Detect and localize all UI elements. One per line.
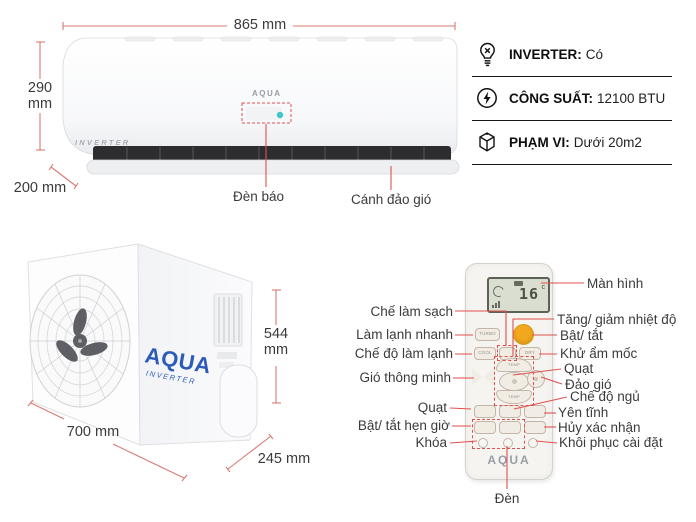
light-button <box>503 438 513 448</box>
label-timer-onoff: Bật/ tắt hẹn giờ <box>357 418 450 433</box>
spec-row-coverage: PHẠM VI:Dưới 20m2 <box>472 121 672 165</box>
label-cancel-confirm: Hủy xác nhận <box>558 420 641 435</box>
fan-blades <box>56 308 108 362</box>
bulb-icon <box>474 40 500 68</box>
label-mold-removal: Khử ẩm mốc <box>560 346 638 361</box>
label-screen: Màn hình <box>587 276 644 291</box>
remote-brand-logo: AQUA <box>487 453 531 467</box>
smart-wind-button <box>472 367 494 387</box>
quiet-button <box>524 405 546 418</box>
display-fan-icon <box>491 284 506 299</box>
label-lock: Khóa <box>415 435 447 450</box>
power-button <box>513 324 534 345</box>
spec-list: INVERTER:Có CÔNG SUẤT:12100 BTU PHẠM VI:… <box>472 33 672 165</box>
spec-row-capacity: CÔNG SUẤT:12100 BTU <box>472 77 672 121</box>
outdoor-side-vents <box>213 293 243 368</box>
label-light: Đèn <box>494 491 520 506</box>
cool-button: COOL <box>474 347 496 360</box>
spec-key: CÔNG SUẤT: <box>509 90 593 106</box>
label-factory-reset: Khôi phục cài đặt <box>559 435 663 450</box>
spec-row-inverter: INVERTER:Có <box>472 33 672 77</box>
display-mode-indicator <box>514 281 523 286</box>
spec-value: Có <box>585 46 604 62</box>
dim-height-indoor-value: 290 <box>27 80 53 96</box>
indoor-display <box>246 107 282 120</box>
label-quiet: Yên tĩnh <box>558 405 609 420</box>
dim-height-outdoor: 544 mm <box>255 326 297 358</box>
spec-value: Dưới 20m2 <box>573 134 642 150</box>
spec-text: INVERTER:Có <box>509 47 603 62</box>
indoor-brand-logo: AQUA <box>252 89 282 98</box>
label-power: Bật/ tắt <box>560 328 603 343</box>
dim-depth-indoor: 200 mm <box>13 180 67 196</box>
timer-off-button <box>499 421 521 434</box>
lock-button <box>478 438 488 448</box>
timer-lock-highlight <box>472 419 525 449</box>
dim-width-indoor: 865 mm <box>233 17 287 33</box>
fan-grille <box>29 274 131 408</box>
label-indicator-light: Đèn báo <box>233 189 285 204</box>
outdoor-unit-illustration: AQUA INVERTER <box>27 243 258 446</box>
remote-display: 16 c <box>487 277 550 313</box>
indoor-vent <box>93 146 451 162</box>
dim-height-outdoor-unit: mm <box>263 342 289 358</box>
cancel-button <box>524 421 546 434</box>
dim-depth-outdoor: 245 mm <box>257 451 311 467</box>
label-fan-left: Quạt <box>417 400 447 415</box>
label-fast-cooling: Làm lạnh nhanh <box>356 327 453 342</box>
label-fan-right: Quạt <box>564 361 594 376</box>
spec-text: CÔNG SUẤT:12100 BTU <box>509 91 665 106</box>
label-cooling-mode: Chế độ làm lạnh <box>354 346 453 361</box>
cube-icon <box>474 128 500 156</box>
turbo-button: TURBO <box>475 328 500 341</box>
indoor-unit-illustration: INVERTER AQUA <box>62 36 460 175</box>
spec-key: INVERTER: <box>509 46 582 62</box>
indoor-vent-slats <box>126 147 425 161</box>
indoor-badge-text: INVERTER <box>75 138 130 147</box>
dim-height-indoor-unit: mm <box>27 96 53 112</box>
indicator-light <box>276 111 284 119</box>
power-icon <box>474 84 500 112</box>
indoor-flap <box>86 159 460 175</box>
label-self-clean: Chế làm sạch <box>370 304 453 319</box>
label-swing-blade: Cánh đảo gió <box>351 192 432 207</box>
reset-button <box>528 438 538 448</box>
timer-on-button <box>474 421 496 434</box>
indicator-highlight-box <box>241 102 292 124</box>
display-temp-unit: c <box>541 284 546 291</box>
outdoor-valve-cover <box>219 364 258 438</box>
spec-key: PHẠM VI: <box>509 134 570 150</box>
remote-control: 16 c TURBO COOL DRY TEMP TEMP AQUA <box>465 263 553 480</box>
label-smart-wind: Gió thông minh <box>359 370 451 385</box>
indoor-top-tabs <box>124 36 444 42</box>
label-sleep-mode: Chế độ ngủ <box>570 389 640 404</box>
label-temp-updown: Tăng/ giảm nhiệt độ <box>557 312 677 327</box>
label-swing: Đảo gió <box>565 377 612 392</box>
spec-value: 12100 BTU <box>597 90 666 106</box>
dim-height-outdoor-value: 544 <box>263 326 289 342</box>
dim-width-outdoor: 700 mm <box>66 424 120 440</box>
dim-height-indoor: 290 mm <box>14 80 66 112</box>
sleep-button <box>499 405 521 418</box>
temp-buttons-highlight <box>494 356 534 406</box>
fan-button <box>474 405 496 418</box>
spec-text: PHẠM VI:Dưới 20m2 <box>509 135 642 150</box>
display-temperature: 16 <box>518 285 539 303</box>
